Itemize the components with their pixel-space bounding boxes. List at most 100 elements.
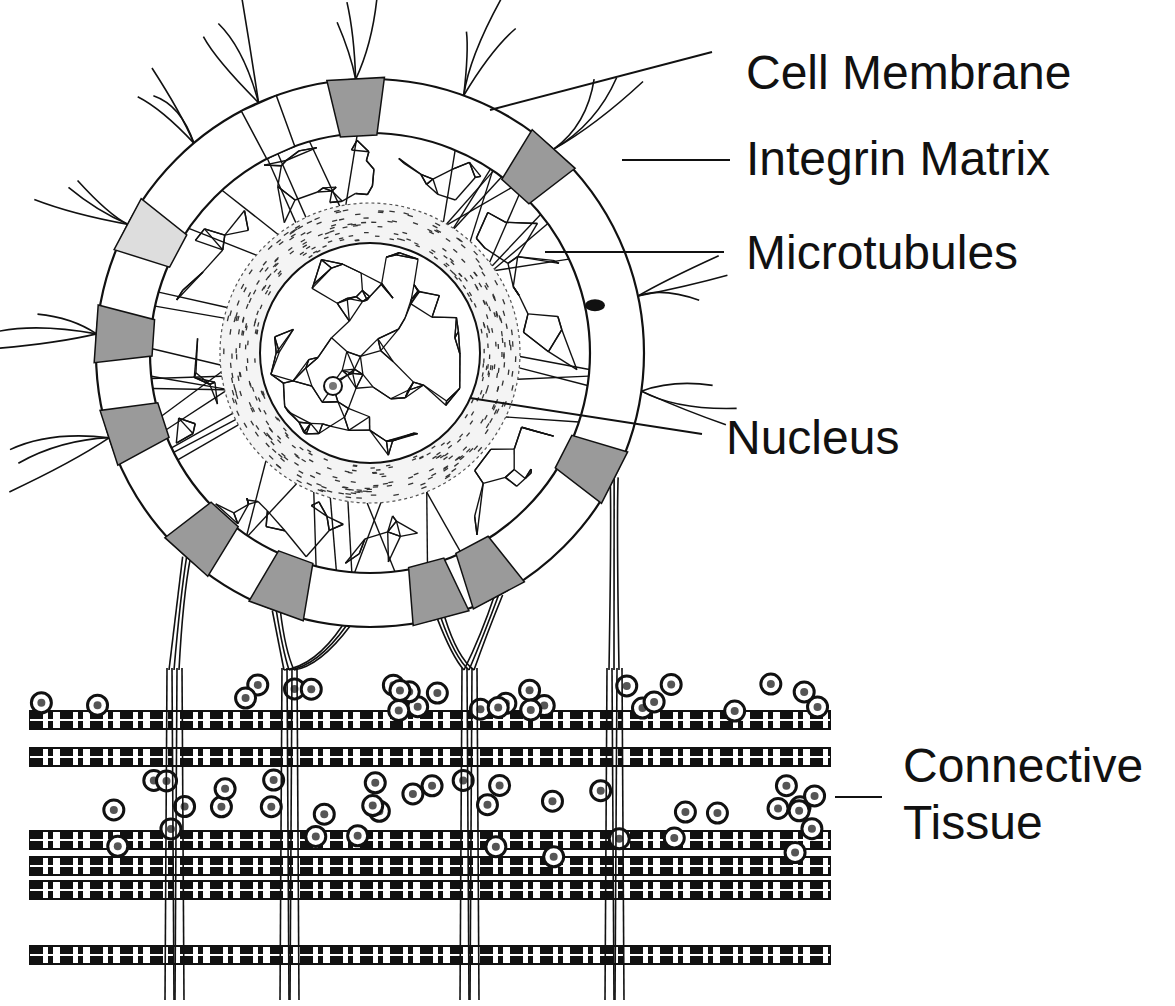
chromatin (423, 385, 446, 401)
nuclear-envelope (301, 233, 306, 236)
microtubules (176, 434, 193, 443)
tissue-cell (348, 826, 368, 846)
fiber-bundle (172, 668, 174, 1000)
fiber-bundle (294, 626, 350, 670)
nuclear-envelope (373, 473, 378, 474)
nuclear-envelope (357, 489, 362, 491)
nuclear-envelope (281, 453, 285, 456)
nuclear-envelope (230, 363, 232, 368)
chromatin (386, 434, 417, 442)
integrin-plug (456, 536, 524, 609)
tissue-cell (114, 842, 122, 850)
nuclear-envelope (285, 432, 288, 435)
collagen-band (30, 889, 830, 891)
chromatin (361, 273, 382, 284)
nuclear-envelope (491, 328, 493, 333)
nuclear-envelope (355, 239, 359, 241)
nuclear-envelope (239, 372, 241, 377)
nuclear-envelope (297, 475, 302, 478)
nuclear-envelope (491, 366, 493, 371)
nuclear-envelope (309, 460, 313, 462)
chromatin (306, 357, 318, 367)
nuclear-envelope (449, 456, 453, 459)
microtubules (372, 169, 373, 186)
chromatin (306, 433, 319, 435)
nuclear-envelope (262, 287, 264, 291)
chromatin (445, 401, 447, 405)
microtubules (178, 425, 239, 460)
chromatin (378, 329, 399, 339)
nuclear-envelope (298, 226, 303, 229)
nuclear-envelope (297, 480, 302, 483)
nuclear-envelope (483, 349, 484, 353)
nuclear-envelope (268, 291, 270, 295)
chromatin (432, 296, 439, 318)
microtubules (348, 501, 352, 572)
microtubules (366, 152, 368, 161)
nuclear-envelope (498, 344, 500, 349)
nuclear-envelope (364, 232, 369, 233)
chromatin (321, 260, 331, 268)
chromatin (347, 297, 356, 299)
nuclear-envelope (275, 417, 278, 421)
nuclear-envelope (235, 389, 236, 394)
nuclear-envelope (482, 377, 484, 381)
chromatin (399, 318, 405, 329)
microtubules (453, 169, 490, 228)
nuclear-envelope (402, 232, 407, 233)
chromatin (342, 369, 354, 370)
nuclear-envelope (465, 278, 468, 282)
chromatin (311, 423, 319, 433)
chromatin (413, 382, 423, 385)
nuclear-envelope (371, 222, 376, 223)
nuclear-envelope (257, 280, 260, 284)
nuclear-envelope (353, 465, 357, 467)
nuclear-envelope (497, 409, 499, 414)
chromatin (356, 387, 373, 388)
tissue-cell (371, 779, 379, 787)
microtubules (248, 484, 297, 536)
chromatin (432, 317, 456, 319)
chromatin (386, 255, 396, 257)
nuclear-envelope (393, 494, 398, 495)
cell-membrane (96, 79, 644, 627)
microtubules (193, 424, 195, 434)
chromatin (361, 273, 362, 290)
nuclear-envelope (454, 463, 458, 466)
nuclear-envelope (414, 243, 418, 245)
nuclear-envelope (474, 251, 478, 255)
tissue-cell (161, 819, 181, 839)
microtubules (519, 368, 587, 386)
nuclear-envelope (291, 234, 296, 237)
nuclear-envelope (235, 399, 237, 404)
nuclear-envelope (249, 270, 252, 275)
microtubules (469, 162, 475, 177)
tissue-cell (617, 676, 637, 696)
tissue-cell (664, 828, 684, 848)
tissue-cell (267, 803, 275, 811)
chromatin (405, 385, 423, 398)
nuclear-envelope (247, 341, 249, 346)
nuclear-envelope (300, 447, 304, 450)
nuclear-envelope (252, 407, 254, 411)
microtubules (447, 186, 513, 224)
tissue-cell (221, 785, 229, 793)
chromatin (348, 408, 369, 416)
chromatin (306, 433, 319, 435)
nuclear-envelope (503, 311, 505, 316)
nuclear-envelope (229, 329, 231, 334)
collagen-band (30, 756, 830, 758)
nuclear-envelope (459, 273, 462, 276)
tissue-cell (433, 689, 441, 697)
nuclear-envelope (257, 311, 259, 315)
tissue-cell (395, 706, 403, 714)
chromatin (386, 440, 392, 442)
microtubules (548, 330, 561, 352)
microtubules (310, 141, 340, 206)
nuclear-envelope (463, 285, 466, 289)
nuclear-envelope (489, 307, 491, 312)
chromatin (283, 383, 284, 406)
nuclear-envelope (511, 371, 513, 376)
chromatin (288, 412, 310, 423)
nuclear-envelope (466, 449, 470, 453)
